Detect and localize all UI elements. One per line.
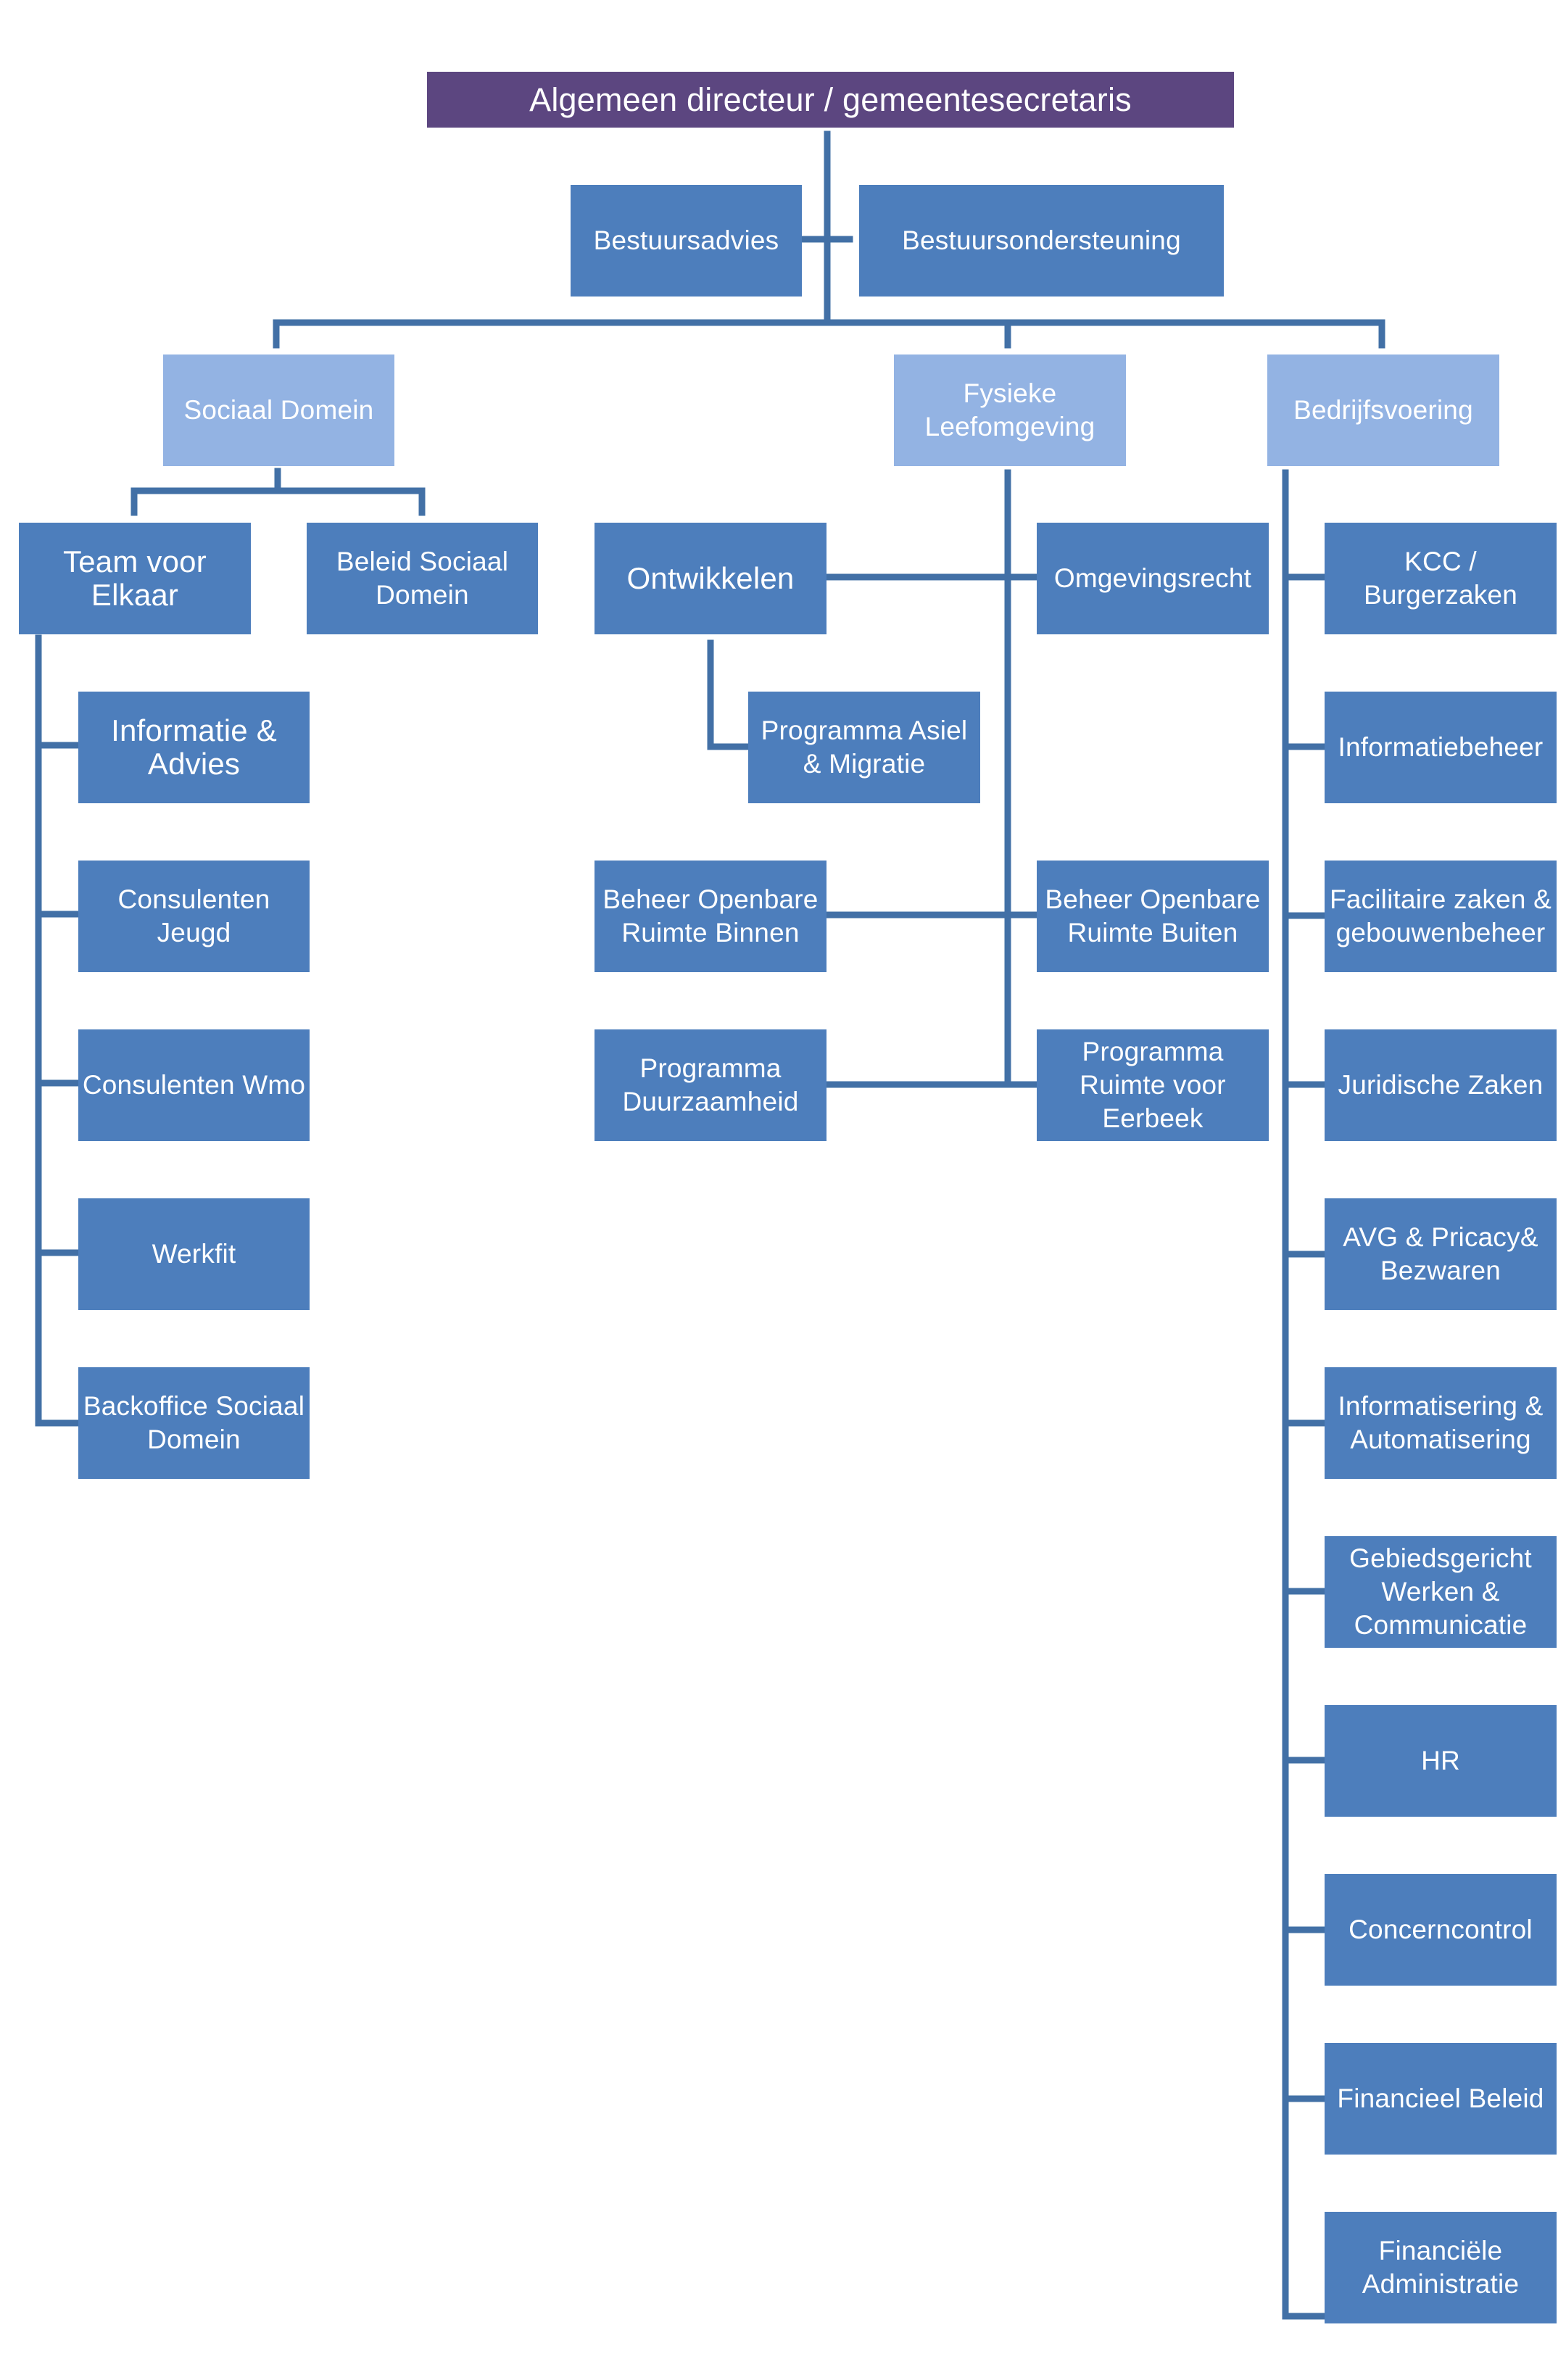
unit-box: Werkfit	[78, 1198, 310, 1310]
unit-box: AVG & Pricacy& Bezwaren	[1325, 1198, 1557, 1310]
ontwikkelen-box: Ontwikkelen	[594, 523, 826, 634]
fysieke-leefomgeving-box: Fysieke Leefomgeving	[894, 354, 1126, 466]
programma-duurzaamheid-box: Programma Duurzaamheid	[594, 1029, 826, 1141]
unit-box: Financiële Administratie	[1325, 2212, 1557, 2323]
connector-sociaal-split	[130, 468, 426, 516]
unit-box: Informatie & Advies	[78, 692, 310, 803]
unit-box: Consulenten Wmo	[78, 1029, 310, 1141]
bestuursadvies-box: Bestuursadvies	[571, 185, 802, 297]
sociaal-domein-box: Sociaal Domein	[163, 354, 394, 466]
bestuursondersteuning-box: Bestuursondersteuning	[859, 185, 1224, 297]
unit-box: KCC / Burgerzaken	[1325, 523, 1557, 634]
unit-box: Juridische Zaken	[1325, 1029, 1557, 1141]
omgevingsrecht-box: Omgevingsrecht	[1037, 523, 1269, 634]
unit-box: HR	[1325, 1705, 1557, 1817]
programma-asiel-box: Programma Asiel & Migratie	[748, 692, 980, 803]
unit-box: Consulenten Jeugd	[78, 861, 310, 972]
unit-box: Backoffice Sociaal Domein	[78, 1367, 310, 1479]
beheer-binnen-box: Beheer Openbare Ruimte Binnen	[594, 861, 826, 972]
connector-team-elkaar-spine	[35, 634, 82, 1427]
unit-box: Facilitaire zaken & gebouwenbeheer	[1325, 861, 1557, 972]
connector-asiel	[707, 639, 752, 750]
programma-eerbeek-box: Programma Ruimte voor Eerbeek	[1037, 1029, 1269, 1141]
bedrijfsvoering-box: Bedrijfsvoering	[1267, 354, 1499, 466]
beleid-sociaal-domein-box: Beleid Sociaal Domein	[307, 523, 538, 634]
director-box: Algemeen directeur / gemeentesecretaris	[427, 72, 1234, 128]
beheer-buiten-box: Beheer Openbare Ruimte Buiten	[1037, 861, 1269, 972]
unit-box: Gebiedsgericht Werken & Communicatie	[1325, 1536, 1557, 1648]
team-voor-elkaar-box: Team voor Elkaar	[19, 523, 251, 634]
unit-box: Financieel Beleid	[1325, 2043, 1557, 2155]
unit-box: Concerncontrol	[1325, 1874, 1557, 1986]
unit-box: Informatisering & Automatisering	[1325, 1367, 1557, 1479]
unit-box: Informatiebeheer	[1325, 692, 1557, 803]
